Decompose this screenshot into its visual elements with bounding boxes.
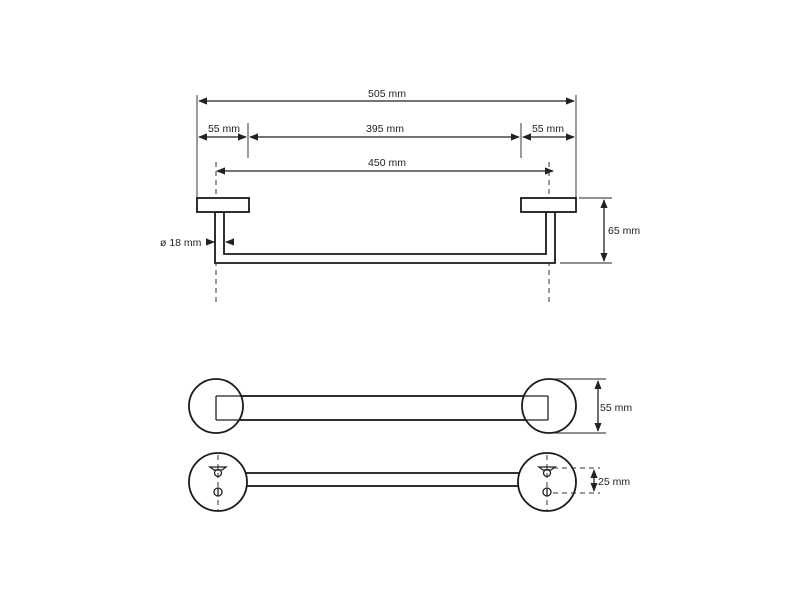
- dim-label-bar-diameter: ø 18 mm: [160, 237, 202, 249]
- left-wall-rosette: [196, 197, 250, 213]
- left-keyhole-slot: [208, 466, 228, 471]
- mounting-view: 25 mm: [188, 452, 630, 512]
- towel-bar-top-view: [237, 395, 541, 421]
- right-keyhole-slot: [537, 466, 557, 471]
- right-upper-screw-icon: [542, 468, 552, 478]
- towel-bar-side-profile: [214, 211, 556, 264]
- top-view: 55 mm: [188, 378, 632, 434]
- left-mount-holes: [208, 455, 228, 510]
- dim-label-hole-spacing: 25 mm: [598, 476, 630, 488]
- dim-label-right-offset: 55 mm: [532, 123, 564, 135]
- dim-label-rosette-diameter: 55 mm: [600, 402, 632, 414]
- dim-label-bar-length: 450 mm: [368, 157, 406, 169]
- dim-label-center-span: 395 mm: [366, 123, 404, 135]
- dim-label-left-offset: 55 mm: [208, 123, 240, 135]
- dim-label-height: 65 mm: [608, 225, 640, 237]
- dim-label-overall-width: 505 mm: [368, 88, 406, 100]
- right-mount-holes: [537, 455, 557, 510]
- left-upper-screw-icon: [213, 468, 223, 478]
- towel-bar-mount-view: [239, 472, 541, 487]
- right-rosette-circle: [521, 378, 577, 434]
- front-view: 505 mm 55 mm 395 mm 55 mm 450 mm ø 18 mm…: [160, 88, 640, 305]
- right-wall-rosette: [520, 197, 577, 213]
